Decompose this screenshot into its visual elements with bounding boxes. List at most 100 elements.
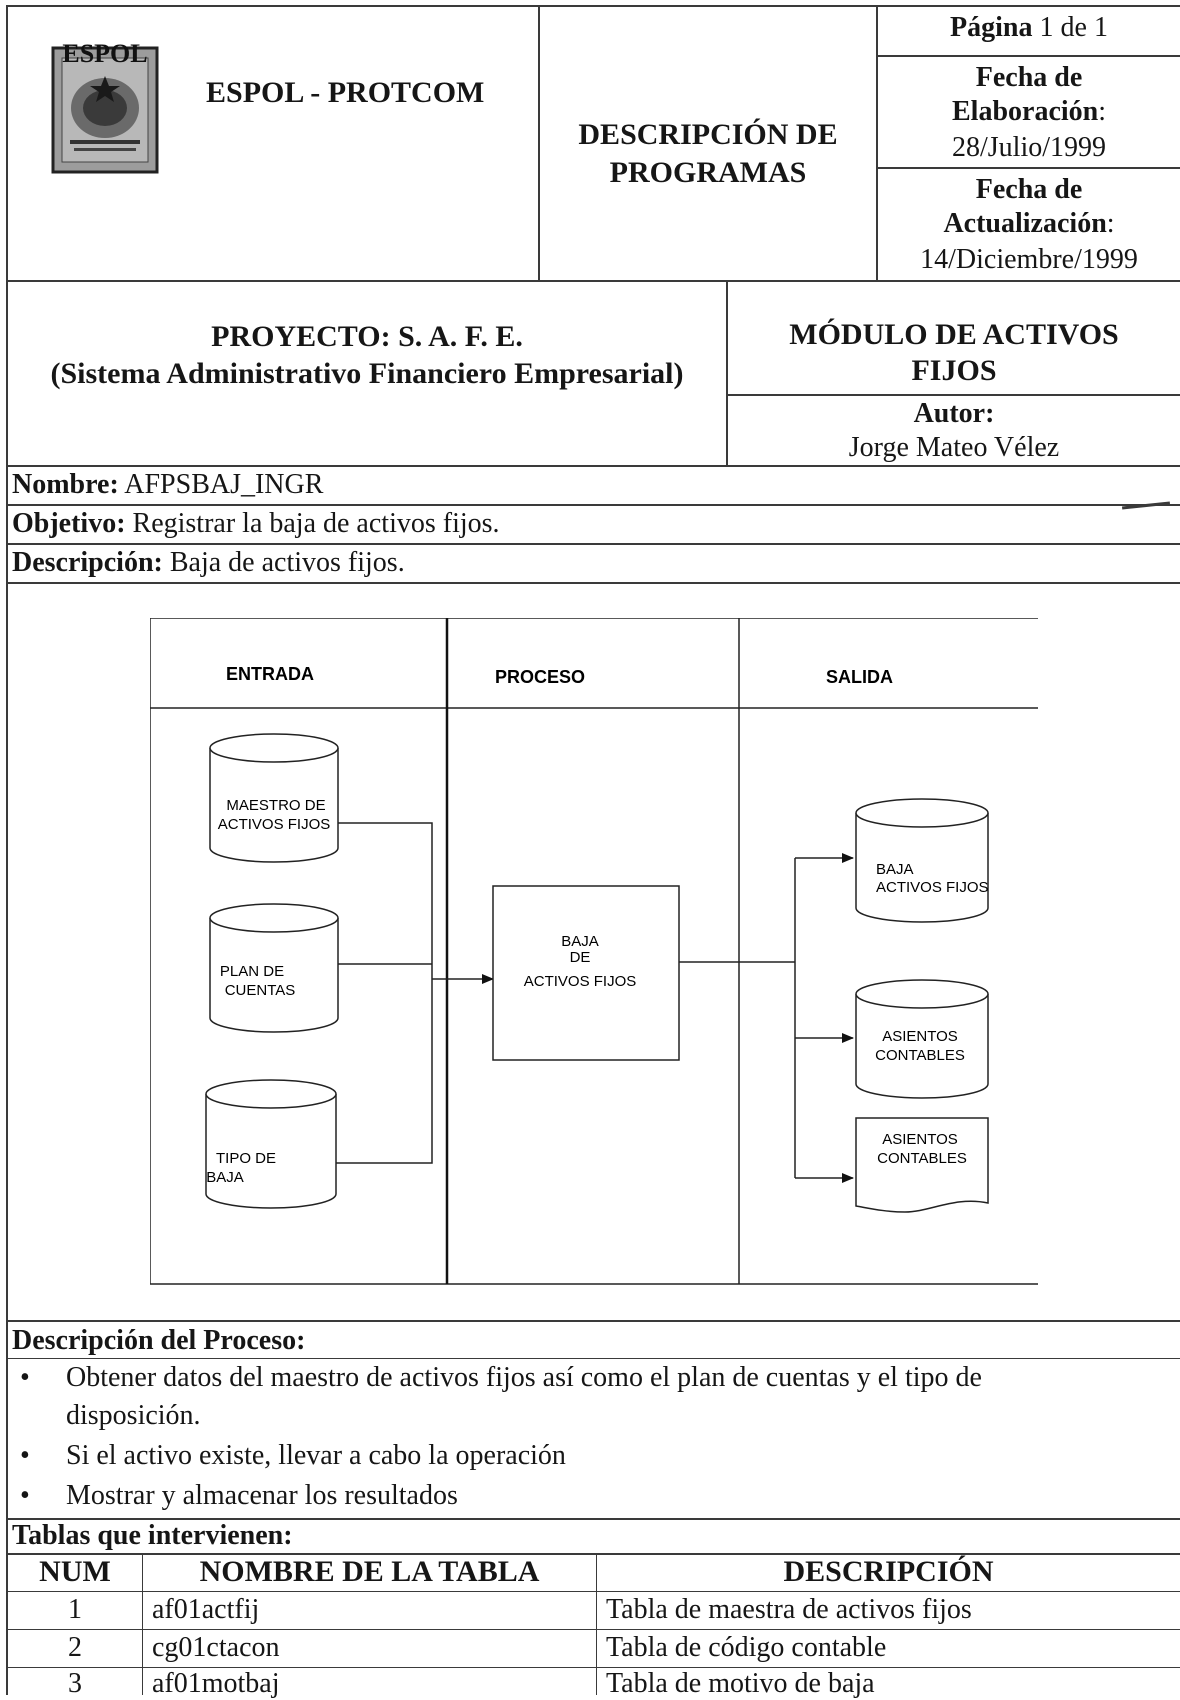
tables-title: Tablas que intervienen:	[12, 1520, 293, 1551]
output-asientos-db-line-1: ASIENTOS	[882, 1028, 958, 1045]
project-bottom-line	[6, 465, 1180, 467]
col-proceso: PROCESO	[495, 667, 585, 687]
input-plan-line-1: PLAN DE	[220, 963, 284, 980]
input-plan-line-2: CUENTAS	[225, 982, 296, 999]
tables-header-top-line	[6, 1553, 1180, 1555]
nombre-bottom-line	[6, 504, 1180, 506]
input-tipo-line-2: BAJA	[206, 1169, 244, 1186]
output-baja-line-2: ACTIVOS FIJOS	[876, 879, 989, 896]
output-asientos-report-line-2: CONTABLES	[877, 1150, 967, 1167]
table-row-3-num: 3	[68, 1668, 82, 1699]
io-diagram: ENTRADA PROCESO SALIDA MAESTRO DE ACTIVO…	[150, 618, 1038, 1285]
connector-in1	[338, 822, 433, 979]
input-maestro-activos: MAESTRO DE ACTIVOS FIJOS	[209, 733, 339, 863]
module-author-line	[726, 394, 1180, 396]
table-row-2-desc: Tabla de código contable	[606, 1632, 887, 1663]
table-row-2-num: 2	[68, 1632, 82, 1663]
bullet-2: Si el activo existe, llevar a cabo la op…	[66, 1440, 566, 1471]
module-line-2: FIJOS	[911, 354, 997, 387]
author-label: Autor:	[913, 398, 995, 429]
nombre-value: AFPSBAJ_INGR	[118, 469, 324, 500]
header-bottom-line	[6, 280, 1180, 282]
bullet-3-glyph: •	[20, 1480, 30, 1511]
header-divider-2	[876, 5, 878, 281]
border-left	[6, 5, 8, 1695]
project-title: PROYECTO: S. A. F. E.	[211, 320, 523, 353]
bullet-2-glyph: •	[20, 1440, 30, 1471]
process-box: BAJA DE ACTIVOS FIJOS	[492, 885, 680, 1061]
descripcion-value: Baja de activos fijos.	[162, 547, 405, 578]
col-header-nombre: NOMBRE DE LA TABLA	[199, 1555, 540, 1588]
page-number: Página 1 de 1	[878, 12, 1180, 44]
header-row-line-2	[876, 167, 1180, 169]
table-row-2-name: cg01ctacon	[152, 1632, 280, 1663]
tables-row-line-2	[6, 1629, 1180, 1630]
elab-label: Elaboración	[951, 96, 1099, 127]
update-label-line-2: Actualización:	[878, 208, 1180, 240]
input-maestro-line-2: ACTIVOS FIJOS	[218, 816, 331, 833]
tables-col-line-1	[142, 1553, 143, 1695]
input-plan-cuentas: PLAN DE CUENTAS	[209, 903, 339, 1033]
objetivo-row: Objetivo: Registrar la baja de activos f…	[12, 508, 500, 540]
table-row-3-name: af01motbaj	[152, 1668, 280, 1699]
update-label: Actualización	[943, 208, 1107, 239]
page-value: 1 de 1	[1032, 12, 1108, 43]
header-row-line-1	[876, 55, 1180, 57]
header-divider-1	[538, 5, 540, 281]
module-line-1: MÓDULO DE ACTIVOS	[789, 318, 1119, 351]
input-tipo-baja: TIPO DE BAJA	[205, 1079, 337, 1209]
output-asientos-db-line-2: CONTABLES	[875, 1047, 965, 1064]
col-entrada: ENTRADA	[226, 664, 314, 684]
objetivo-value: Registrar la baja de activos fijos.	[125, 508, 500, 539]
objetivo-label: Objetivo:	[12, 508, 126, 539]
espol-logo: ESPOL	[51, 39, 159, 174]
tables-row-line-1	[6, 1591, 1180, 1592]
nombre-label: Nombre:	[12, 469, 119, 500]
bullet-1-glyph: •	[20, 1362, 30, 1393]
process-title-line	[6, 1358, 1180, 1359]
output-asientos-db: ASIENTOS CONTABLES	[855, 979, 989, 1099]
output-baja-line-1: BAJA	[876, 861, 914, 878]
input-tipo-line-1: TIPO DE	[216, 1150, 276, 1167]
author-name: Jorge Mateo Vélez	[848, 432, 1060, 463]
connector-in3	[336, 979, 433, 1164]
descripcion-row: Descripción: Baja de activos fijos.	[12, 547, 405, 579]
process-line-2: DE	[570, 949, 591, 966]
table-row-1-num: 1	[68, 1594, 82, 1625]
descripcion-label: Descripción:	[12, 547, 163, 578]
update-label-line-1: Fecha de	[975, 174, 1083, 205]
project-divider	[726, 280, 728, 466]
svg-text:ESPOL: ESPOL	[62, 39, 147, 68]
output-asientos-report: ASIENTOS CONTABLES	[855, 1117, 989, 1213]
tables-col-line-2	[596, 1553, 597, 1695]
process-line-1: BAJA	[561, 933, 599, 950]
doc-title-line-1: DESCRIPCIÓN DE	[578, 118, 838, 151]
table-row-1-desc: Tabla de maestra de activos fijos	[606, 1594, 972, 1625]
table-row-1-name: af01actfij	[152, 1594, 260, 1625]
tables-row-line-3	[6, 1667, 1180, 1668]
company-name: ESPOL - PROTCOM	[206, 76, 485, 109]
bullet-3: Mostrar y almacenar los resultados	[66, 1480, 458, 1511]
col-header-num: NUM	[39, 1555, 111, 1588]
page-label: Página	[950, 12, 1033, 43]
update-colon: :	[1106, 208, 1115, 239]
process-title: Descripción del Proceso:	[12, 1325, 306, 1356]
doc-title-line-2: PROGRAMAS	[609, 156, 807, 189]
border-top	[6, 5, 1180, 7]
output-asientos-report-line-1: ASIENTOS	[882, 1131, 958, 1148]
tables-title-top-line	[6, 1518, 1180, 1520]
elab-date: 28/Julio/1999	[951, 132, 1106, 163]
project-subtitle: (Sistema Administrativo Financiero Empre…	[50, 357, 684, 390]
elab-colon: :	[1098, 96, 1106, 127]
col-header-descripcion: DESCRIPCIÓN	[783, 1555, 994, 1588]
update-date: 14/Diciembre/1999	[920, 244, 1138, 275]
bullet-1-line-1: Obtener datos del maestro de activos fij…	[66, 1362, 982, 1393]
elab-label-line-2: Elaboración:	[878, 96, 1180, 128]
nombre-row: Nombre: AFPSBAJ_INGR	[12, 469, 323, 501]
input-maestro-line-1: MAESTRO DE	[226, 797, 325, 814]
col-salida: SALIDA	[826, 667, 893, 687]
diagram-bottom-line	[6, 1320, 1180, 1322]
bullet-1-line-2: disposición.	[66, 1400, 201, 1431]
table-row-3-desc: Tabla de motivo de baja	[606, 1668, 875, 1699]
